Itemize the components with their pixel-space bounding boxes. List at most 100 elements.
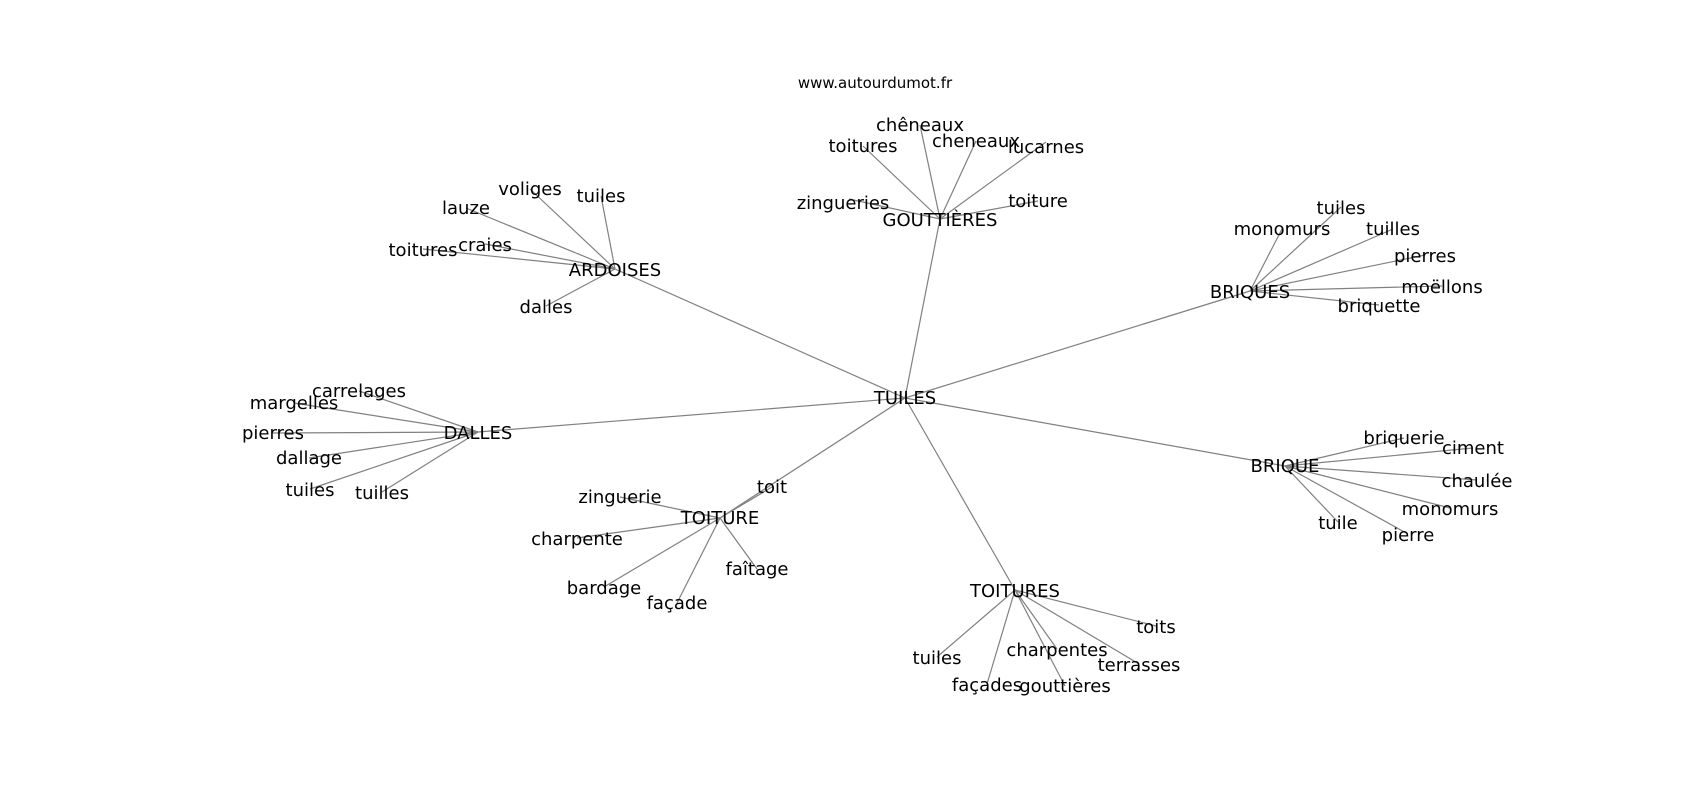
leaf-node-label: carrelages <box>312 381 406 402</box>
edge-hub-leaf <box>1284 465 1409 535</box>
leaf-node-label: tuilles <box>1366 219 1420 240</box>
edge-hub-leaf <box>1249 290 1380 306</box>
edge-hub-leaf <box>1014 589 1157 627</box>
edge-hub-leaf <box>1249 254 1426 292</box>
leaf-node-label: monomurs <box>1402 499 1499 520</box>
edge-hub-leaf <box>308 431 479 459</box>
leaf-node-label: terrasses <box>1098 655 1181 676</box>
edge-root-hub <box>477 397 906 433</box>
leaf-node-label: tuiles <box>286 480 335 501</box>
edge-hub-leaf <box>465 207 616 270</box>
edge-hub-leaf <box>986 589 1016 685</box>
edge-root-hub <box>904 397 1286 467</box>
leaf-node-label: dallage <box>276 448 342 469</box>
hub-node-label: BRIQUE <box>1251 456 1320 477</box>
edge-hub-leaf <box>600 195 616 270</box>
edge-hub-leaf <box>1284 437 1405 467</box>
graph-labels: TUILESGOUTTIÈRESzingueriestoitureschênea… <box>242 115 1512 697</box>
leaf-node-label: lucarnes <box>1008 137 1084 158</box>
edge-hub-leaf <box>381 431 479 493</box>
leaf-node-label: dalles <box>520 297 573 318</box>
leaf-node-label: pierre <box>1382 525 1435 546</box>
leaf-node-label: façade <box>647 593 708 614</box>
leaf-node-label: zingueries <box>797 193 890 214</box>
edge-root-hub <box>904 397 1016 591</box>
leaf-node-label: tuiles <box>1317 198 1366 219</box>
edge-hub-leaf <box>1249 285 1443 292</box>
leaf-node-label: chaulée <box>1442 471 1513 492</box>
edge-hub-leaf <box>939 141 1047 220</box>
edge-hub-leaf <box>719 486 773 519</box>
leaf-node-label: tuiles <box>913 648 962 669</box>
leaf-node-label: tuilles <box>355 483 409 504</box>
edge-hub-leaf <box>719 517 758 570</box>
leaf-node-label: monomurs <box>1234 219 1331 240</box>
edge-hub-leaf <box>1284 465 1478 481</box>
edge-hub-leaf <box>545 268 616 307</box>
leaf-node-label: voliges <box>498 179 562 200</box>
edge-hub-leaf <box>939 200 1039 220</box>
leaf-node-label: toiture <box>1008 191 1068 212</box>
leaf-node-label: faîtage <box>726 559 789 580</box>
edge-hub-leaf <box>1284 447 1474 467</box>
leaf-node-label: ciment <box>1442 438 1504 459</box>
edge-hub-leaf <box>619 496 721 519</box>
leaf-node-label: façades <box>952 675 1022 696</box>
edge-hub-leaf <box>576 517 721 539</box>
edge-hub-leaf <box>1014 589 1140 665</box>
leaf-node-label: charpente <box>531 529 623 550</box>
edge-hub-leaf <box>1284 465 1339 523</box>
hub-node-label: GOUTTIÈRES <box>883 209 998 231</box>
edge-hub-leaf <box>309 431 479 490</box>
leaf-node-label: lauze <box>442 198 490 219</box>
leaf-node-label: moëllons <box>1401 277 1482 298</box>
leaf-node-label: charpentes <box>1006 640 1107 661</box>
edge-hub-leaf <box>1249 228 1394 292</box>
leaf-node-label: tuiles <box>577 186 626 207</box>
edge-hub-leaf <box>1284 465 1451 509</box>
edge-hub-leaf <box>1014 589 1066 687</box>
edge-root-hub <box>904 290 1251 399</box>
site-url[interactable]: www.autourdumot.fr <box>798 74 953 92</box>
edge-hub-leaf <box>1249 206 1342 292</box>
edge-hub-leaf <box>484 243 616 270</box>
edge-root-hub <box>719 397 906 519</box>
edge-hub-leaf <box>422 248 616 270</box>
leaf-node-label: toitures <box>389 240 458 261</box>
leaf-node-label: tuile <box>1318 513 1358 534</box>
edge-hub-leaf <box>1014 589 1058 650</box>
hub-node-label: TOITURE <box>680 508 760 529</box>
leaf-node-label: bardage <box>567 578 642 599</box>
edge-hub-leaf <box>939 140 977 220</box>
leaf-node-label: craies <box>458 235 512 256</box>
leaf-node-label: margelles <box>250 393 339 414</box>
leaf-node-label: gouttières <box>1019 676 1111 697</box>
leaf-node-label: toit <box>757 477 787 498</box>
edge-hub-leaf <box>862 145 941 220</box>
edge-hub-leaf <box>919 124 941 220</box>
edge-root-hub <box>904 218 941 399</box>
graph-edges <box>272 124 1478 687</box>
leaf-node-label: cheneaux <box>932 131 1020 152</box>
edge-hub-leaf <box>603 517 721 588</box>
edge-hub-leaf <box>848 198 941 220</box>
hub-node-label: ARDOISES <box>569 260 661 281</box>
hub-node-label: DALLES <box>444 423 513 444</box>
leaf-node-label: briquette <box>1338 296 1421 317</box>
hub-node-label: BRIQUES <box>1210 282 1290 303</box>
leaf-node-label: chêneaux <box>876 115 964 136</box>
leaf-node-label: briquerie <box>1363 428 1444 449</box>
leaf-node-label: toits <box>1136 617 1176 638</box>
leaf-node-label: zinguerie <box>578 487 661 508</box>
edge-root-hub <box>614 268 906 399</box>
edge-hub-leaf <box>676 517 721 604</box>
edge-hub-leaf <box>272 431 479 434</box>
leaf-node-label: toitures <box>829 136 898 157</box>
edge-hub-leaf <box>1249 228 1283 292</box>
leaf-node-label: pierres <box>242 423 304 444</box>
edge-hub-leaf <box>293 402 479 433</box>
edge-hub-leaf <box>936 589 1016 658</box>
edge-hub-leaf <box>358 390 479 433</box>
leaf-node-label: pierres <box>1394 246 1456 267</box>
